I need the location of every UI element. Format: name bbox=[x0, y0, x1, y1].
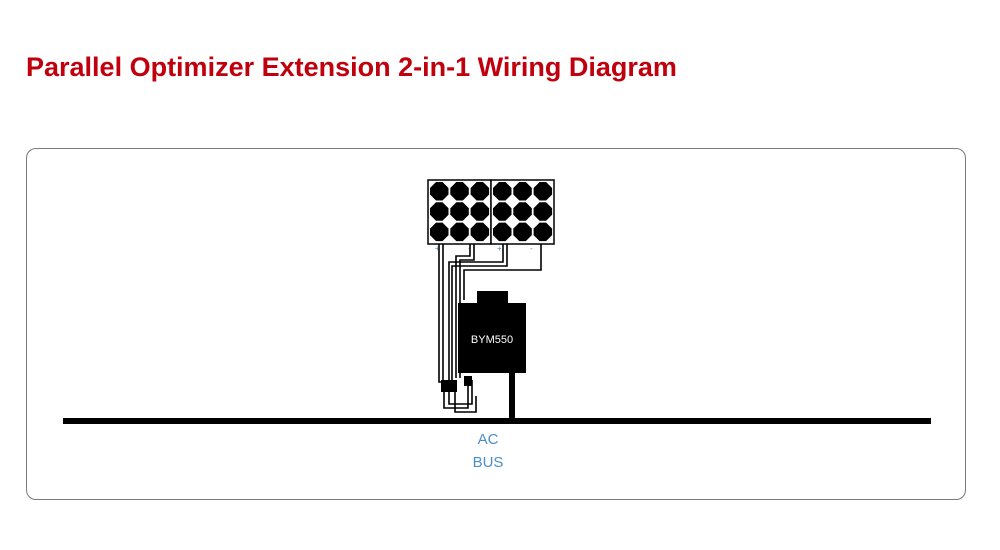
ac-bus-label-line1: AC bbox=[478, 431, 499, 448]
page-title: Parallel Optimizer Extension 2-in-1 Wiri… bbox=[26, 52, 677, 82]
solar-cell bbox=[470, 202, 490, 221]
solar-cell bbox=[533, 222, 553, 242]
mc4-connector-2 bbox=[464, 376, 472, 386]
solar-panel-2: + - bbox=[490, 179, 555, 253]
solar-cell bbox=[533, 182, 553, 201]
mc4-connector-1 bbox=[441, 380, 457, 392]
solar-cell bbox=[470, 182, 490, 201]
solar-cell bbox=[513, 222, 532, 242]
solar-cell bbox=[450, 222, 469, 242]
solar-cell bbox=[513, 182, 532, 201]
solar-cell bbox=[430, 222, 449, 242]
optimizer-BYM550: BYM550 bbox=[458, 291, 526, 421]
optimizer-ac-lead bbox=[509, 373, 515, 421]
panel-2-minus-wire bbox=[463, 244, 542, 300]
ac-bus-label-line2: BUS bbox=[473, 454, 504, 471]
combined-lead-loop bbox=[443, 380, 469, 409]
panel-2-plus-wire-inner bbox=[451, 244, 508, 380]
panel-1-plus-wire bbox=[438, 244, 441, 383]
panel-1-minus-wire bbox=[455, 244, 471, 378]
optimizer-label: BYM550 bbox=[471, 334, 513, 346]
solar-cell bbox=[430, 202, 449, 221]
panel-1-cells bbox=[430, 182, 490, 242]
panel-1-plus-label: + bbox=[435, 244, 440, 253]
solar-cell bbox=[450, 182, 469, 201]
panel-2-plus-label: + bbox=[497, 244, 502, 253]
solar-cell bbox=[450, 202, 469, 221]
combined-lead-loop-inner bbox=[448, 380, 473, 405]
panel-2-cells bbox=[493, 182, 553, 242]
solar-panel-1: + - bbox=[427, 179, 492, 253]
optimizer-top-cap bbox=[477, 291, 508, 304]
panel-2-plus-wire bbox=[448, 244, 504, 380]
combined-lead-loop-outer bbox=[454, 392, 477, 413]
diagram-frame bbox=[26, 148, 966, 500]
solar-cell bbox=[533, 202, 553, 221]
solar-cell bbox=[493, 202, 512, 221]
solar-cell bbox=[493, 182, 512, 201]
optimizer-body bbox=[458, 303, 526, 373]
solar-cell bbox=[513, 202, 532, 221]
solar-cell bbox=[430, 182, 449, 201]
panel-2-minus-label: - bbox=[530, 244, 533, 253]
solar-cell bbox=[470, 222, 490, 242]
solar-cell bbox=[493, 222, 512, 242]
ac-bus-line bbox=[63, 418, 931, 424]
